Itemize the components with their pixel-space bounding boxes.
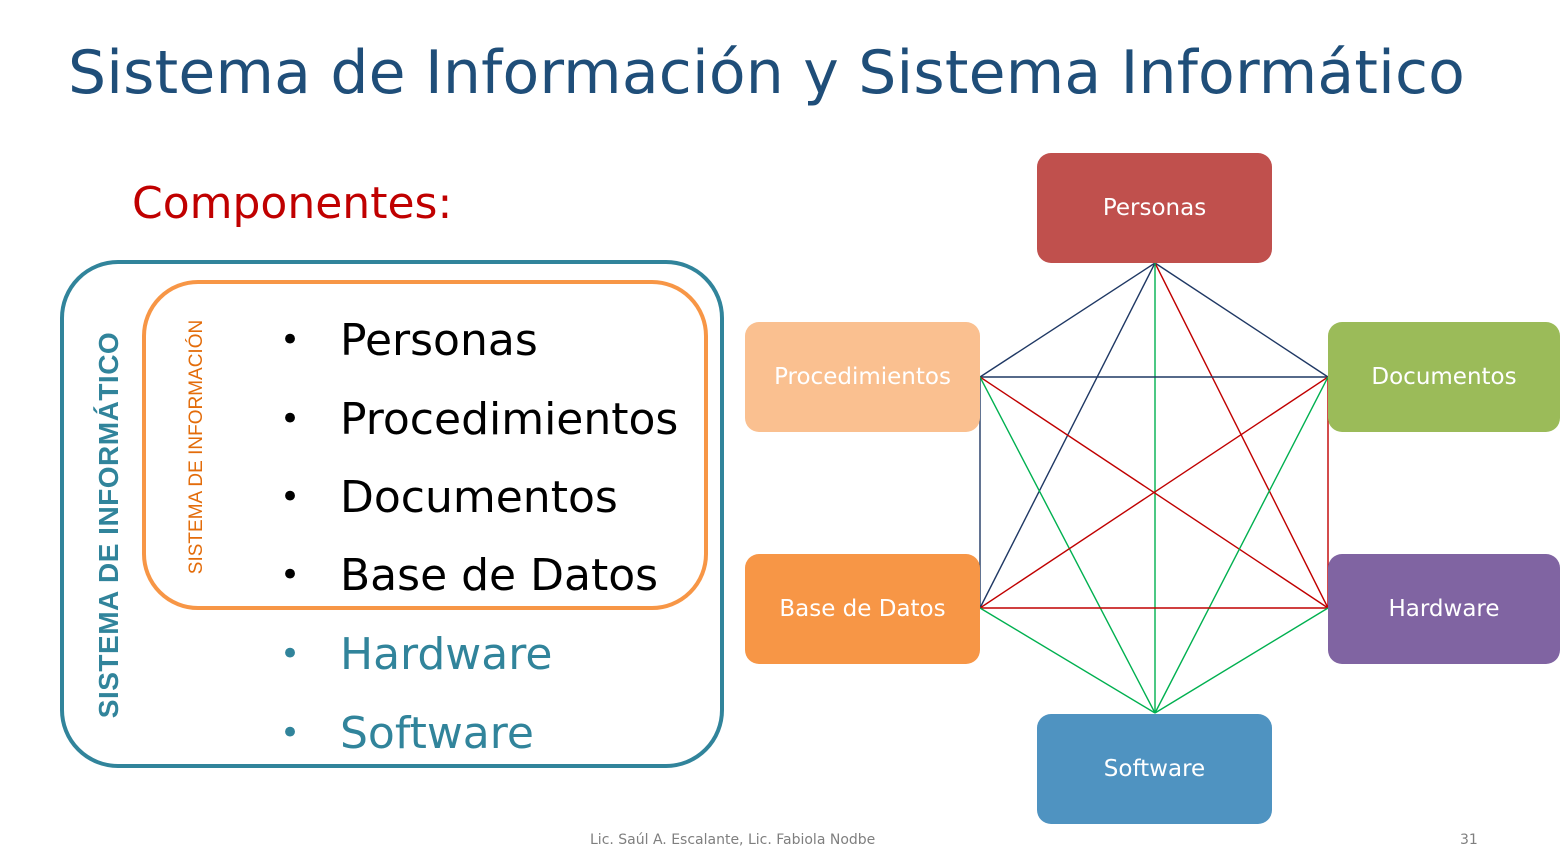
list-item-software: •Software — [280, 707, 534, 759]
edge-hardware-software — [1154, 607, 1329, 714]
list-item-procedimientos: •Procedimientos — [280, 393, 679, 445]
bullet-icon: • — [280, 477, 301, 517]
footer-page-number: 31 — [1460, 832, 1478, 848]
bullet-icon: • — [280, 320, 301, 360]
edge-documentos-software — [1154, 376, 1329, 714]
list-item-base-de-datos: •Base de Datos — [280, 549, 659, 601]
bullet-icon: • — [280, 399, 301, 439]
node-base-de-datos: Base de Datos — [745, 554, 980, 664]
node-documentos: Documentos — [1328, 322, 1560, 432]
list-item-personas: •Personas — [280, 314, 538, 366]
edge-procedimientos-software — [979, 376, 1156, 714]
edge-documentos-base-de-datos — [979, 376, 1329, 609]
node-software: Software — [1037, 714, 1272, 824]
list-item-hardware: •Hardware — [280, 628, 553, 680]
footer-author: Lic. Saúl A. Escalante, Lic. Fabiola Nod… — [590, 832, 876, 848]
node-hardware: Hardware — [1328, 554, 1560, 664]
sistema-informatico-box — [60, 260, 724, 768]
sistema-informacion-box — [142, 280, 708, 610]
bullet-icon: • — [280, 634, 301, 674]
edge-base-de-datos-software — [979, 607, 1156, 714]
page-title: Sistema de Información y Sistema Informá… — [68, 38, 1466, 108]
edge-personas-hardware — [1154, 262, 1329, 609]
list-item-documentos: •Documentos — [280, 471, 618, 523]
section-subtitle: Componentes: — [132, 178, 453, 229]
node-procedimientos: Procedimientos — [745, 322, 980, 432]
node-personas: Personas — [1037, 153, 1272, 263]
bullet-icon: • — [280, 713, 301, 753]
edge-personas-procedimientos — [979, 262, 1156, 378]
bullet-icon: • — [280, 555, 301, 595]
edge-personas-documentos — [1154, 262, 1329, 378]
